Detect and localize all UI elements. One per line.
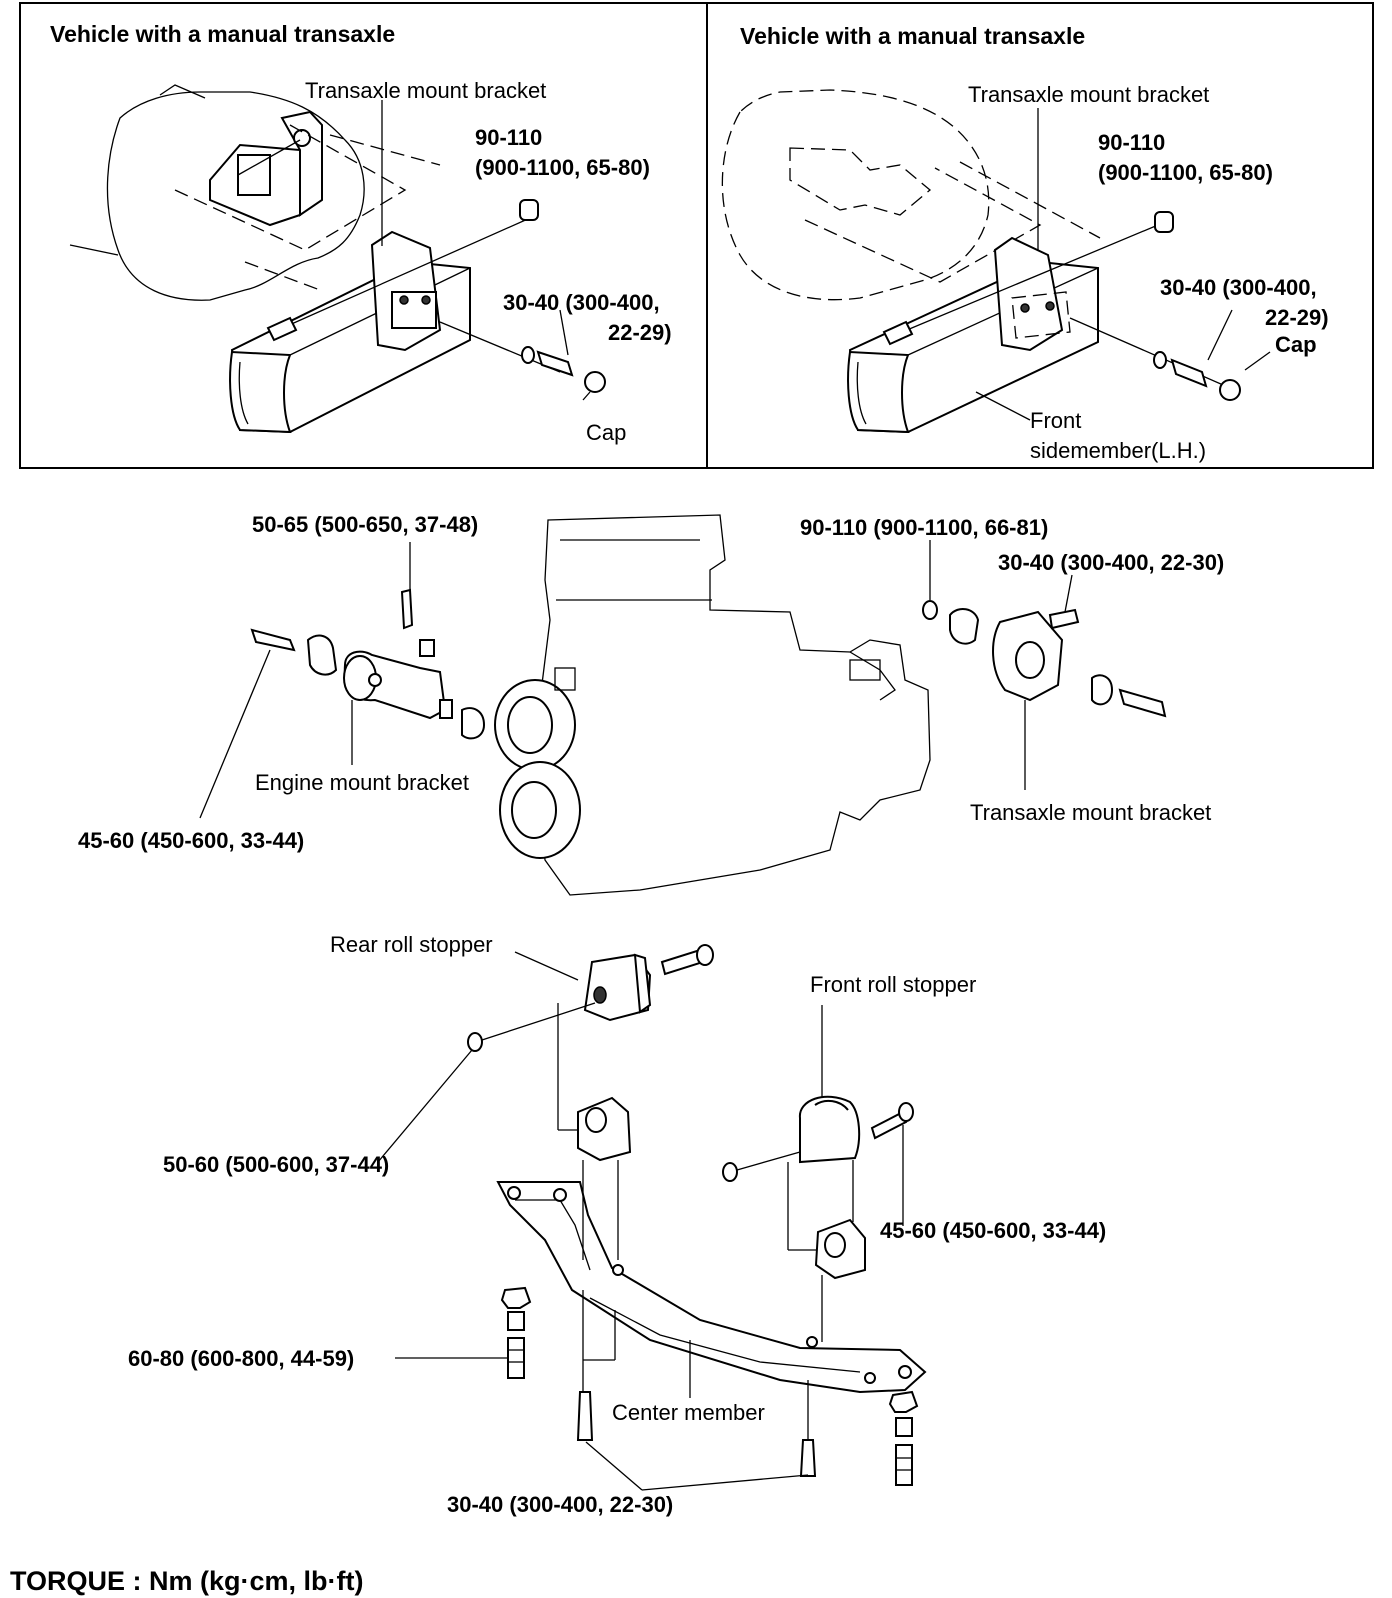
center-member-right-bolt-stack (888, 1390, 919, 1486)
right-panel: Vehicle with a manual transaxle Transa (721, 23, 1329, 463)
left-torque-top-line1: 90-110 (475, 125, 542, 150)
rear-insulator (577, 1096, 632, 1162)
left-cap-part (584, 371, 606, 393)
right-bracket-label: Transaxle mount bracket (968, 82, 1209, 107)
left-torque-top-line2: (900-1100, 65-80) (475, 155, 650, 180)
transaxle-washer-2 (1091, 674, 1114, 706)
bottom-bolt-left (576, 1391, 594, 1441)
engine-vertical-bolt (400, 588, 414, 630)
engine-bracket-cap (461, 707, 486, 740)
right-torque-top-line1: 90-110 (1098, 130, 1165, 155)
engine-long-bolt-torque: 45-60 (450-600, 33-44) (78, 828, 304, 853)
front-insulator (814, 1218, 866, 1280)
right-front-sidemember (847, 260, 1099, 434)
transaxle-nut-torque: 90-110 (900-1100, 66-81) (800, 515, 1048, 540)
engine-mount-bracket-label: Engine mount bracket (255, 770, 469, 795)
transaxle-mount-bracket-label: Transaxle mount bracket (970, 800, 1211, 825)
right-small-bolt (1170, 358, 1208, 388)
right-sidemember-line1: Front (1030, 408, 1081, 433)
right-torque-mid-line1: 30-40 (300-400, (1160, 275, 1317, 300)
left-transaxle-housing (106, 91, 365, 301)
side-bolt-torque: 60-80 (600-800, 44-59) (128, 1346, 354, 1371)
transaxle-mount-bracket-assembly (922, 600, 1167, 718)
right-top-nut (1154, 211, 1174, 233)
right-transaxle-housing (721, 89, 990, 301)
left-transaxle-mount-bracket-upper (209, 110, 323, 227)
right-insulator (993, 236, 1071, 352)
engine-mount-bracket-assembly (250, 588, 486, 740)
transaxle-washer (949, 608, 980, 645)
torque-units-legend: TORQUE : Nm (kg·cm, lb·ft) (10, 1566, 364, 1596)
left-torque-mid-line1: 30-40 (300-400, (503, 290, 660, 315)
front-roll-nut (722, 1162, 738, 1182)
right-sidemember-line2: sidemember(L.H.) (1030, 438, 1206, 463)
rear-nut-torque: 50-60 (500-600, 37-44) (163, 1152, 389, 1177)
transaxle-long-bolt (1118, 688, 1167, 718)
center-member-label: Center member (612, 1400, 765, 1425)
right-washer (1153, 351, 1167, 369)
bottom-bolt-torque: 30-40 (300-400, 22-30) (447, 1492, 673, 1517)
transaxle-small-bolt (1048, 608, 1080, 630)
center-member-left-bolt-stack (500, 1286, 532, 1379)
rear-roll-nut (467, 1032, 483, 1052)
engine-pulleys (494, 667, 581, 859)
left-panel: Vehicle with a manual transaxle (50, 21, 672, 445)
left-long-bolt (266, 316, 298, 342)
bottom-bolt-right (799, 1439, 817, 1477)
front-roll-stopper-label: Front roll stopper (810, 972, 976, 997)
right-long-bolt (882, 320, 914, 346)
top-panels-frame (19, 2, 1374, 469)
center-member-frame (496, 1181, 927, 1394)
left-top-nut (519, 199, 539, 221)
right-torque-top-line2: (900-1100, 65-80) (1098, 160, 1273, 185)
right-torque-mid-line2: 22-29) (1265, 305, 1329, 330)
left-washer (521, 346, 535, 364)
transaxle-nut (922, 600, 938, 620)
engine-long-bolt (250, 628, 296, 652)
left-torque-mid-line2: 22-29) (608, 320, 672, 345)
engine-block (529, 514, 931, 896)
engine-bolt-torque: 50-65 (500-650, 37-48) (252, 512, 478, 537)
engine-section: 50-65 (500-650, 37-48) Engine mount brac… (78, 512, 1224, 896)
engine-bracket-washer (306, 634, 338, 676)
right-panel-title: Vehicle with a manual transaxle (740, 23, 1085, 49)
transaxle-bolt-torque: 30-40 (300-400, 22-30) (998, 550, 1224, 575)
rear-roll-stopper (583, 944, 714, 1022)
right-cap-label: Cap (1275, 332, 1317, 357)
front-bolt-torque: 45-60 (450-600, 33-44) (880, 1218, 1106, 1243)
right-cap-part (1219, 379, 1241, 401)
center-member-section: Rear roll stopper Front roll stopper 50-… (128, 932, 1106, 1517)
left-bracket-label: Transaxle mount bracket (305, 78, 546, 103)
left-long-bolt-line (277, 217, 531, 331)
left-panel-title: Vehicle with a manual transaxle (50, 21, 395, 47)
front-roll-stopper (798, 1095, 914, 1164)
left-small-bolt (536, 350, 574, 377)
left-insulator (370, 230, 442, 352)
left-cap-label: Cap (586, 420, 626, 445)
rear-roll-stopper-label: Rear roll stopper (330, 932, 493, 957)
